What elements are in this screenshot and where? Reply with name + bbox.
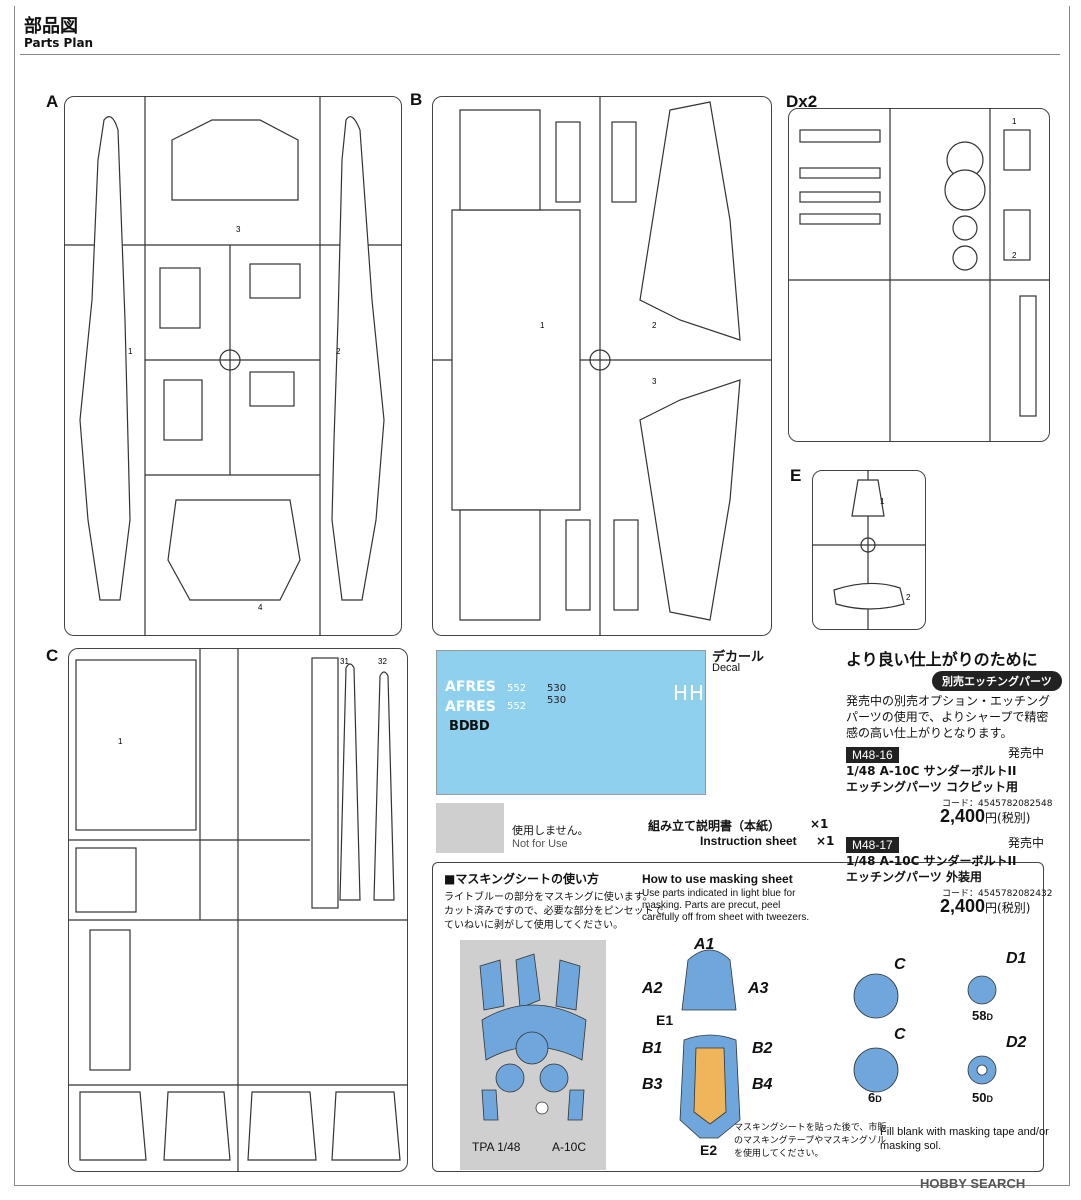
decal-label-en: Decal [712, 662, 741, 674]
promo-item-name: エッチングパーツ 外装用 [846, 870, 982, 884]
masking-note-en: masking sol. [880, 1140, 942, 1152]
callout-a1: A1 [694, 936, 715, 953]
page-title-jp: 部品図 [24, 16, 78, 37]
promo-item-jan: コード：4545782082432 [942, 889, 1053, 899]
callout-c1: C [894, 956, 906, 973]
promo-item-status: 発売中 [1008, 746, 1045, 760]
masking-body-en: masking. Parts are precut, peel [642, 900, 781, 911]
ref-6: 6D [868, 1090, 882, 1105]
callout-d1: D1 [1006, 950, 1027, 967]
watermark: HOBBY SEARCH [920, 1176, 1026, 1191]
promo-body: パーツの使用で、よりシャープで精密 [846, 710, 1049, 724]
decal-text: 530 [547, 683, 567, 694]
header-divider [20, 54, 1060, 55]
decal-text: BD [449, 719, 470, 734]
page-title-en: Parts Plan [24, 36, 94, 50]
masking-body-jp: カット済みですので、必要な部分をピンセットで [444, 906, 664, 917]
masking-title-en: How to use masking sheet [642, 872, 793, 886]
callout-c2: C [894, 1026, 906, 1043]
decal-text: AFRES [445, 679, 496, 695]
sprue-label-a: A [46, 92, 59, 111]
promo-item-name: 1/48 A-10C サンダーボルトII [846, 854, 1017, 868]
masking-note-jp: を使用してください。 [734, 1149, 824, 1159]
part-num: 1 [128, 347, 133, 356]
decal-sheet: AFRES AFRES 552 552 530 530 BD BD H H [436, 650, 706, 795]
callout-b3: B3 [642, 1076, 663, 1093]
promo-item-name: エッチングパーツ コクピット用 [846, 780, 1018, 794]
promo-item-code: M48-16 [846, 744, 899, 763]
part-num: 4 [258, 603, 263, 612]
decal-text: 530 [547, 695, 567, 706]
part-num: 31 [340, 657, 349, 666]
callout-b4: B4 [752, 1076, 773, 1093]
not-used-jp: 使用しません。 [512, 824, 589, 837]
part-num: 3 [236, 225, 241, 234]
ref-50: 50D [972, 1090, 993, 1105]
not-used-en: Not for Use [512, 838, 568, 850]
masking-body-jp: ていねいに剥がして使用してください。 [444, 920, 624, 931]
ref-58: 58D [972, 1008, 993, 1023]
part-num: 2 [336, 347, 341, 356]
decal-text: H [689, 681, 705, 705]
masking-title-jp: ■マスキングシートの使い方 [444, 872, 599, 886]
instruction-jp: 組み立て説明書（本紙） [648, 819, 781, 833]
masking-note-jp: マスキングシートを貼った後で、市販 [734, 1123, 887, 1133]
decal-text: BD [469, 719, 490, 734]
promo-pill: 別売エッチングパーツ [932, 670, 1062, 691]
part-num: 1 [540, 321, 545, 330]
sprue-label-c: C [46, 646, 59, 665]
decal-text: 552 [507, 683, 527, 694]
part-num: 1 [880, 497, 885, 506]
promo-item-name: 1/48 A-10C サンダーボルトII [846, 764, 1017, 778]
sheet-footer-right: A-10C [552, 1140, 587, 1154]
decal-text: 552 [507, 701, 527, 712]
decal-text: H [673, 681, 689, 705]
masking-note-jp: のマスキングテープやマスキングゾル [734, 1136, 887, 1146]
masking-body-jp: ライトブルーの部分をマスキングに使います。 [444, 892, 653, 903]
part-num: 2 [906, 593, 911, 602]
part-num: 2 [652, 321, 657, 330]
sprue-label-e: E [790, 466, 802, 485]
callout-a3: A3 [748, 980, 769, 997]
masking-body-en: Use parts indicated in light blue for [642, 888, 796, 899]
part-num: 3 [652, 377, 657, 386]
instruction-en: Instruction sheet [700, 834, 797, 848]
callout-b1: B1 [642, 1040, 663, 1057]
instruction-qty-en: ×1 [816, 834, 835, 848]
promo-item-jan: コード：4545782082548 [942, 799, 1053, 809]
callout-b2: B2 [752, 1040, 773, 1057]
callout-a2: A2 [642, 980, 663, 997]
callout-e1: E1 [656, 1012, 674, 1028]
sheet-footer-left: TPA 1/48 [472, 1140, 521, 1154]
promo-body: 発売中の別売オプション・エッチング [846, 694, 1051, 708]
promo-body: 感の高い仕上がりとなります。 [846, 726, 1013, 740]
promo-item-price: 2,400円(税別) [940, 896, 1031, 916]
promo-item-code: M48-17 [846, 834, 899, 853]
masking-body-en: carefully off from sheet with tweezers. [642, 912, 810, 923]
part-num: 2 [1012, 251, 1017, 260]
not-used-box [436, 803, 504, 853]
instruction-qty: ×1 [810, 817, 829, 831]
sprue-label-b: B [410, 90, 423, 109]
promo-headline: より良い仕上がりのために [846, 650, 1038, 669]
part-num: 32 [378, 657, 387, 666]
sprue-label-d: Dx2 [786, 92, 818, 111]
masking-note-en: Fill blank with masking tape and/or [880, 1126, 1049, 1138]
callout-e2: E2 [700, 1142, 718, 1158]
decal-label-jp: デカール [712, 650, 765, 665]
promo-item-status: 発売中 [1008, 836, 1045, 850]
page-frame [14, 6, 1070, 1186]
part-num: 1 [1012, 117, 1017, 126]
decal-text: AFRES [445, 699, 496, 715]
promo-item-price: 2,400円(税別) [940, 806, 1031, 826]
callout-d2: D2 [1006, 1034, 1027, 1051]
part-num: 1 [118, 737, 123, 746]
masking-box [432, 862, 1044, 1172]
